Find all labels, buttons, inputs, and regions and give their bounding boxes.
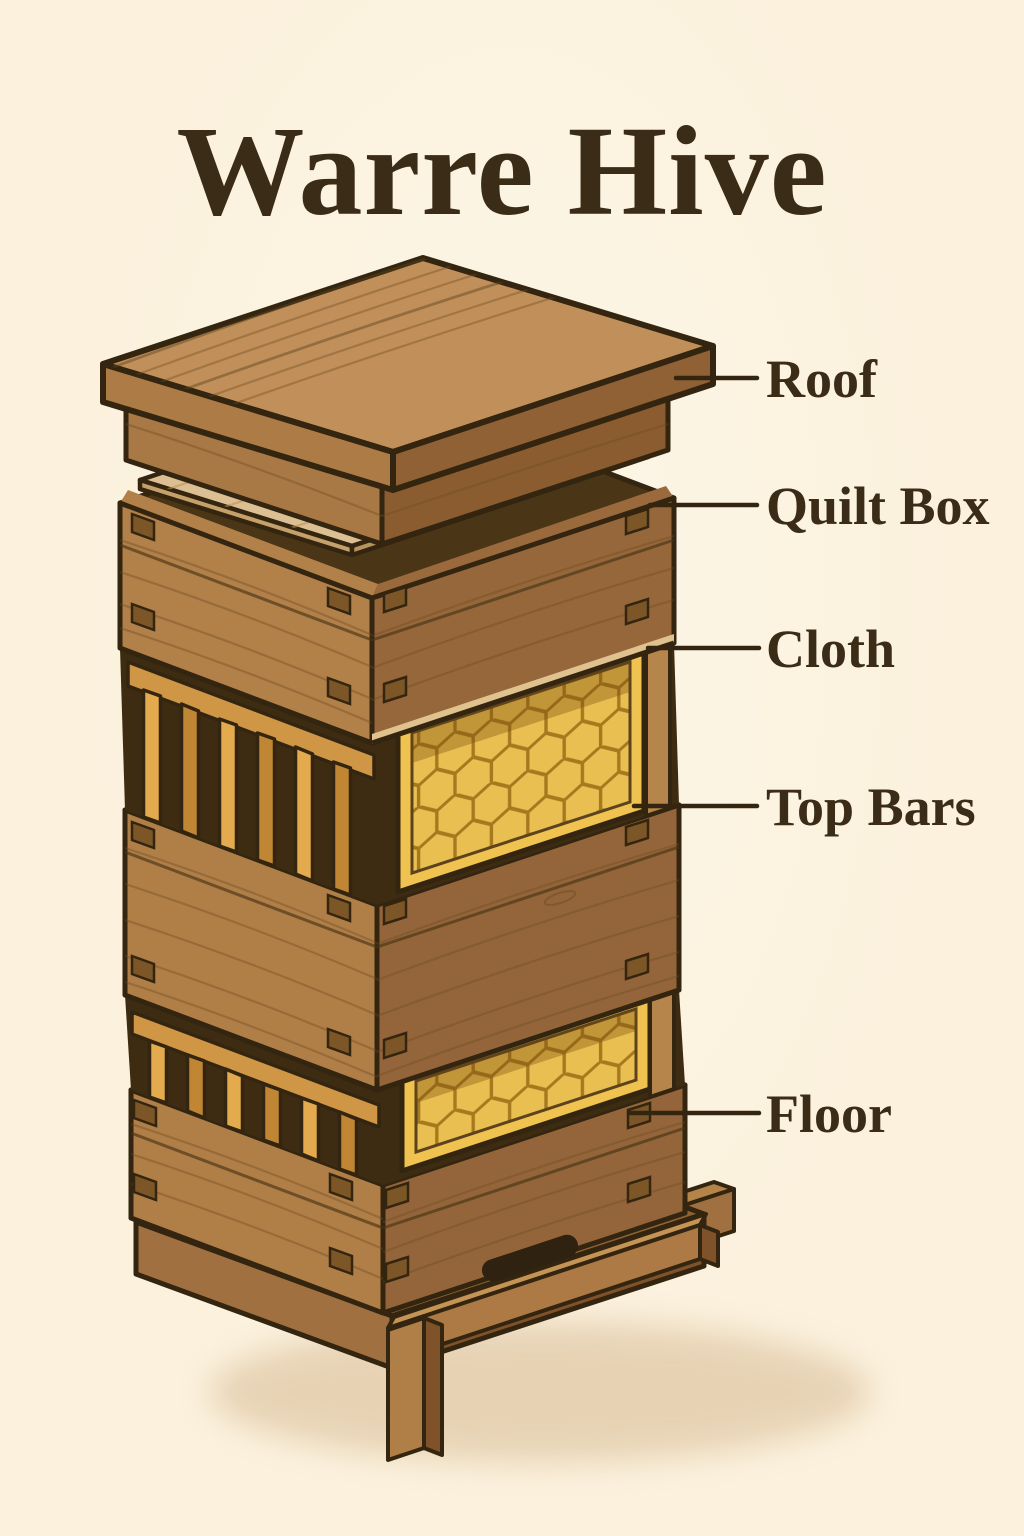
- label-roof: Roof: [766, 349, 878, 409]
- quilt-dovetail-joints: [130, 507, 650, 706]
- front-leg: [386, 1316, 426, 1462]
- label-group-cloth: Cloth: [645, 619, 895, 679]
- corner-post-upper: [644, 642, 672, 818]
- top-bar-rail-upper: [126, 660, 376, 781]
- label-top-bars: Top Bars: [766, 777, 976, 837]
- entrance-slot: [481, 1234, 579, 1282]
- label-group-roof: Roof: [673, 349, 878, 409]
- label-group-quilt-box: Quilt Box: [647, 476, 990, 536]
- ground-shadow: [210, 1322, 870, 1462]
- wood-knot: [543, 890, 577, 906]
- roof-right-edge: [390, 343, 716, 493]
- comb-gap-lower: [125, 987, 685, 1185]
- honeycomb-panel-lower: [414, 1006, 638, 1155]
- roof: [100, 255, 716, 547]
- floor-dovetail-joints: [132, 1098, 652, 1284]
- floor-right-face: [380, 1082, 688, 1316]
- front-runner: [386, 1212, 720, 1462]
- label-quilt-box: Quilt Box: [766, 476, 990, 536]
- top-bars-lower: [130, 1010, 381, 1177]
- page-title: Warre Hive: [177, 100, 828, 242]
- label-group-floor: Floor: [626, 1084, 892, 1144]
- top-bar-rail-lower: [130, 1010, 381, 1129]
- label-group-top-bars: Top Bars: [631, 777, 976, 837]
- honeycomb-frame-lower: [399, 987, 653, 1174]
- label-floor: Floor: [766, 1084, 892, 1144]
- middle-dovetail-joints: [130, 818, 650, 1060]
- quilt-box: [117, 400, 677, 746]
- label-cloth: Cloth: [766, 619, 895, 679]
- corner-post-lower: [648, 990, 676, 1099]
- roof-board: [100, 255, 716, 493]
- top-bars-upper: [126, 660, 376, 897]
- honeycomb-panel-upper: [410, 659, 632, 876]
- labels: Roof Quilt Box Cloth Top Bars Floor: [626, 349, 990, 1144]
